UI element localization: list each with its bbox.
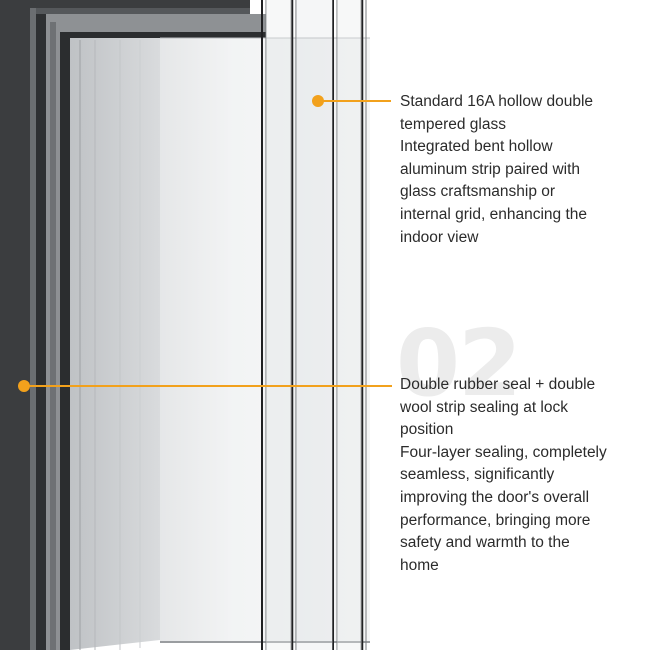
callout-title-line: wool strip sealing at lock <box>400 398 568 416</box>
callout-title-line: tempered glass <box>400 115 506 133</box>
callout-body-line: improving the door's overall <box>400 488 590 506</box>
callout-body-line: glass craftsmanship or <box>400 183 556 201</box>
callout-seal: Double rubber seal + double wool strip s… <box>400 374 607 577</box>
callout-body-line: Four-layer sealing, completely <box>400 443 607 461</box>
callout-body-line: home <box>400 556 439 574</box>
callout-body-line: aluminum strip paired with <box>400 160 581 178</box>
outer-frame <box>0 0 30 650</box>
callout-body-line: indoor view <box>400 228 479 246</box>
callout-leader-line <box>24 385 392 387</box>
section-number: 02 <box>396 310 522 417</box>
callout-body-line: seamless, significantly <box>400 466 555 484</box>
callout-body-line: performance, bringing more <box>400 511 591 529</box>
callout-marker-dot <box>18 380 30 392</box>
callout-title-line: position <box>400 421 454 439</box>
callout-marker-dot <box>312 95 324 107</box>
callout-leader-line <box>318 100 391 102</box>
glass-pane <box>160 38 370 642</box>
callout-body-line: safety and warmth to the <box>400 534 570 552</box>
callout-glass: Standard 16A hollow double tempered glas… <box>400 91 593 249</box>
callout-body-line: Integrated bent hollow <box>400 138 553 156</box>
callout-title-line: Standard 16A hollow double <box>400 93 594 110</box>
callout-body-line: internal grid, enhancing the <box>400 205 587 223</box>
glazing-side <box>70 38 160 650</box>
callout-title-line: Double rubber seal + double <box>400 376 596 393</box>
